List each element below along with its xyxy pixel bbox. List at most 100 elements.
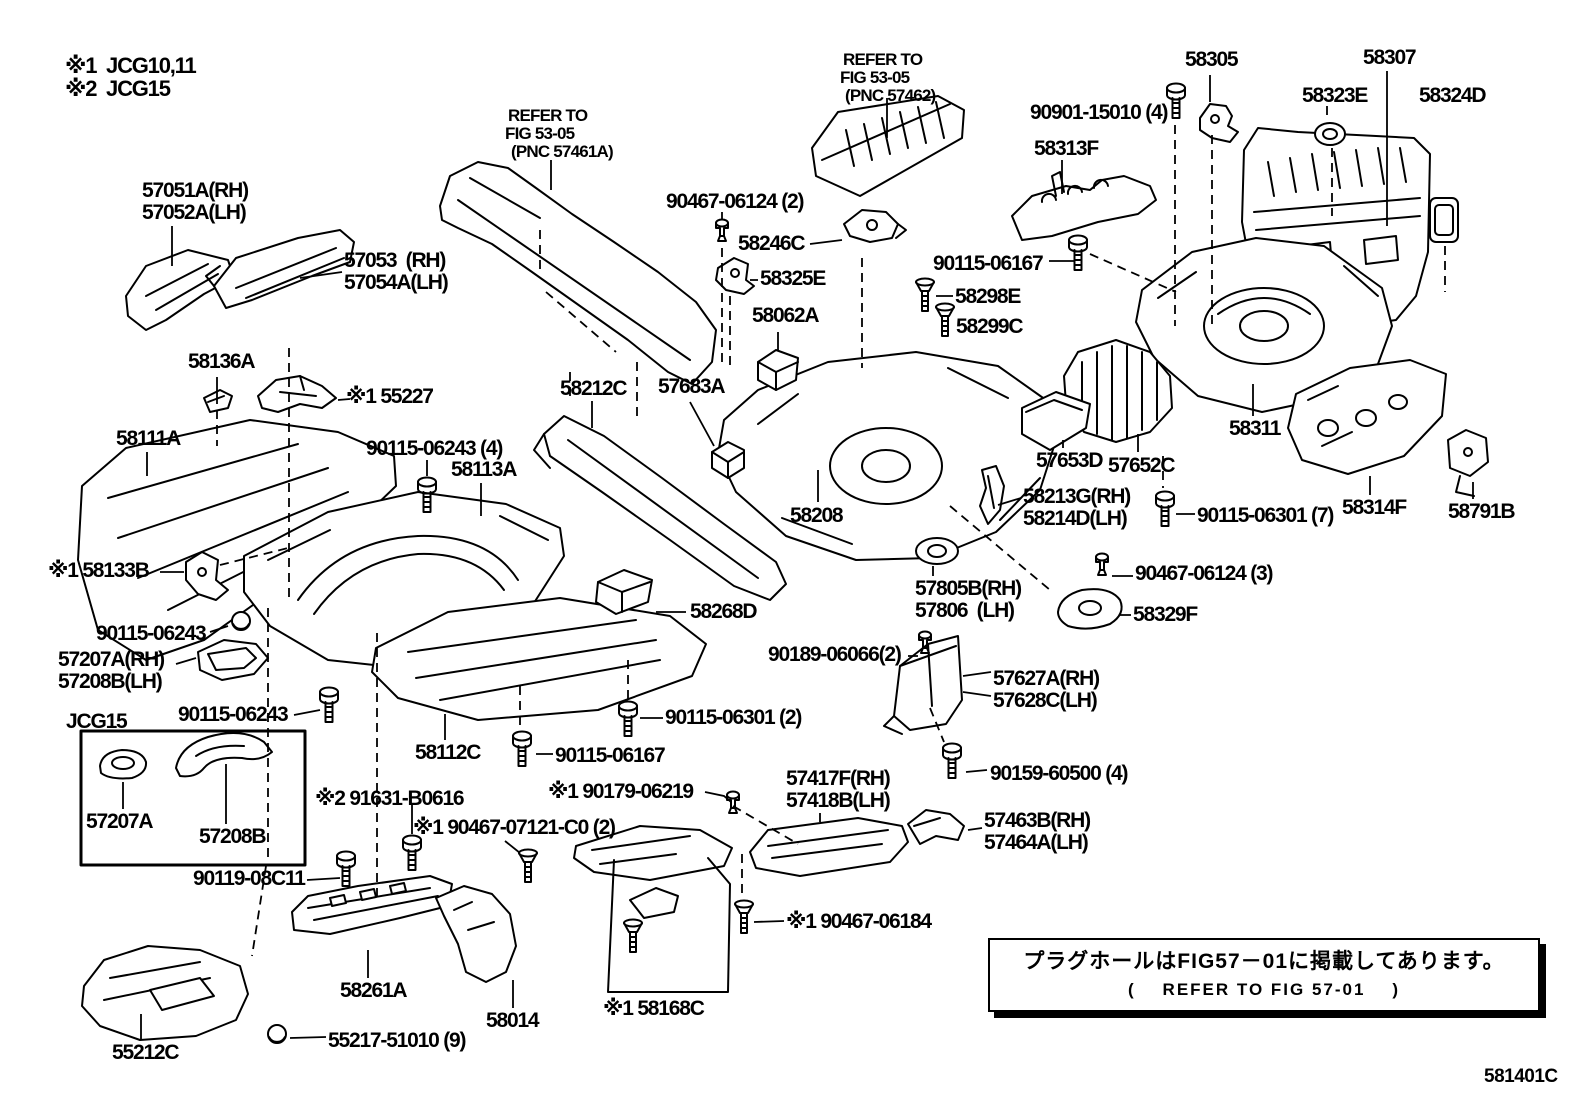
part-label-90115-06243-4: 90115-06243 (4)	[366, 437, 503, 460]
part-label-58208: 58208	[790, 504, 844, 527]
part-label-57417f: 57417F(RH)	[786, 767, 891, 790]
part-label-90467-2: 90467-06124 (2)	[666, 190, 804, 213]
art-clamp-58305	[1199, 103, 1239, 143]
art-brace-58213g	[979, 465, 1005, 525]
art-bracket-55227	[257, 375, 337, 413]
part-label-57683a: 57683A	[658, 375, 726, 398]
art-clip-58136a	[203, 389, 233, 413]
part-label-58111a: 58111A	[116, 427, 181, 450]
art-plug-58324d	[1429, 197, 1459, 243]
art-clamp-58246c	[843, 209, 907, 243]
part-label-55227: ※1 55227	[346, 385, 434, 408]
part-label-90159: 90159-60500 (4)	[990, 762, 1128, 785]
part-label-90115-06243-b: 90115-06243	[96, 622, 207, 645]
part-label-57464a: 57464A(LH)	[984, 831, 1089, 854]
part-label-58313f: 58313F	[1034, 137, 1099, 160]
art-bracket-58791b	[1447, 429, 1489, 497]
figure-code: 581401C	[1484, 1066, 1558, 1087]
part-label-90467-3: 90467-06124 (3)	[1135, 562, 1273, 585]
part-label-57653d: 57653D	[1036, 449, 1104, 472]
part-label-90115-06243-c: 90115-06243	[178, 703, 289, 726]
part-label-58268d: 58268D	[690, 600, 758, 623]
leader-lines	[122, 71, 1474, 1040]
part-label-57054a: 57054A(LH)	[344, 271, 449, 294]
art-bracket-58313f	[1011, 171, 1157, 241]
part-label-58112c: 58112C	[415, 741, 481, 764]
part-label-57463b: 57463B(RH)	[984, 809, 1091, 832]
art-member-55212c	[81, 945, 249, 1041]
part-label-58133b: ※1 58133B	[48, 559, 150, 582]
art-clip-58325e	[715, 257, 755, 295]
part-label-90115-06167-b: 90115-06167	[555, 744, 666, 767]
part-label-legend-2: ※2 JCG15	[65, 76, 171, 101]
art-crossmember-57053	[205, 229, 355, 309]
art-jcg15-box	[79, 729, 307, 867]
art-member-57653d	[1021, 391, 1091, 451]
part-label-ref-57462-2: FIG 53-05	[840, 68, 910, 87]
part-label-58323e: 58323E	[1302, 84, 1368, 107]
art-trunk-floor-58311	[1135, 237, 1393, 413]
art-grommet-58323e	[1314, 122, 1346, 146]
part-label-58261a: 58261A	[340, 979, 408, 1002]
part-label-58113a: 58113A	[451, 458, 517, 481]
part-label-58299c: 58299C	[956, 315, 1024, 338]
part-label-58311: 58311	[1229, 417, 1281, 440]
part-label-57806: 57806 (LH)	[915, 599, 1015, 622]
part-label-57051a: 57051A(RH)	[142, 179, 249, 202]
part-label-57052a: 57052A(LH)	[142, 201, 247, 224]
part-label-58791b: 58791B	[1448, 500, 1516, 523]
part-label-90467-06184: ※1 90467-06184	[786, 910, 932, 933]
part-label-58062a: 58062A	[752, 304, 820, 327]
part-label-90179: ※1 90179-06219	[548, 780, 694, 803]
part-label-58246c: 58246C	[738, 232, 806, 255]
part-label-ref-57461a-1: REFER TO	[508, 106, 588, 125]
part-label-55212c: 55212C	[112, 1041, 180, 1064]
art-under-cover-58112c	[371, 597, 707, 721]
art-sidemember-58212c	[533, 415, 787, 601]
art-member-58261a	[291, 875, 453, 935]
part-label-90119: 90119-08C11	[193, 867, 306, 890]
part-label-58325e: 58325E	[760, 267, 826, 290]
art-bracket-58014	[435, 885, 517, 983]
part-label-57208b-lh: 57208B(LH)	[58, 670, 163, 693]
part-label-57805b: 57805B(RH)	[915, 577, 1022, 600]
art-tray-57207a	[197, 639, 269, 681]
note-box: プラグホールはFIG57－01に掲載してあります。 ( REFER TO FIG…	[988, 938, 1540, 1012]
part-label-91631: ※2 91631-B0616	[315, 787, 465, 810]
art-clamp-57683a	[711, 441, 745, 479]
art-region-58168c	[607, 857, 731, 993]
part-label-58212c: 58212C	[560, 377, 628, 400]
part-label-ref-57461a-3: (PNC 57461A)	[511, 142, 614, 161]
part-label-ref-57461a-2: FIG 53-05	[505, 124, 575, 143]
part-label-57628c: 57628C(LH)	[993, 689, 1098, 712]
part-label-90189: 90189-06066(2)	[768, 643, 902, 666]
art-bracket-58268d	[595, 569, 653, 615]
part-label-55217: 55217-51010 (9)	[328, 1029, 466, 1052]
part-label-ref-57462-1: REFER TO	[843, 50, 923, 69]
part-label-57418b: 57418B(LH)	[786, 789, 891, 812]
art-sill-57417f	[749, 817, 909, 877]
art-sidemember-57461a	[439, 161, 717, 385]
art-sill-end-57463b	[907, 809, 965, 845]
part-label-58214d: 58214D(LH)	[1023, 507, 1128, 530]
part-label-58136a: 58136A	[188, 350, 256, 373]
part-label-58305: 58305	[1185, 48, 1239, 71]
part-label-58213g: 58213G(RH)	[1023, 485, 1131, 508]
art-bracket-58062a	[757, 349, 799, 391]
dashed-lines	[216, 106, 1446, 957]
part-label-jcg15: JCG15	[66, 710, 128, 733]
part-label-58329f: 58329F	[1133, 603, 1198, 626]
part-label-90115-06301-2: 90115-06301 (2)	[665, 706, 802, 729]
part-label-90115-06167-a: 90115-06167	[933, 252, 1044, 275]
part-label-90115-06301-7: 90115-06301 (7)	[1197, 504, 1334, 527]
part-label-legend-1: ※1 JCG10,11	[65, 53, 197, 78]
part-label-58324d: 58324D	[1419, 84, 1487, 107]
part-label-57627a: 57627A(RH)	[993, 667, 1100, 690]
art-support-58329f	[1057, 588, 1123, 630]
part-label-90467-07121: ※1 90467-07121-C0 (2)	[413, 816, 616, 839]
part-label-ref-57462-3: (PNC 57462)	[845, 86, 936, 105]
art-upper-back-panel-57462	[811, 95, 965, 197]
part-label-57207a-rh: 57207A(RH)	[58, 648, 165, 671]
